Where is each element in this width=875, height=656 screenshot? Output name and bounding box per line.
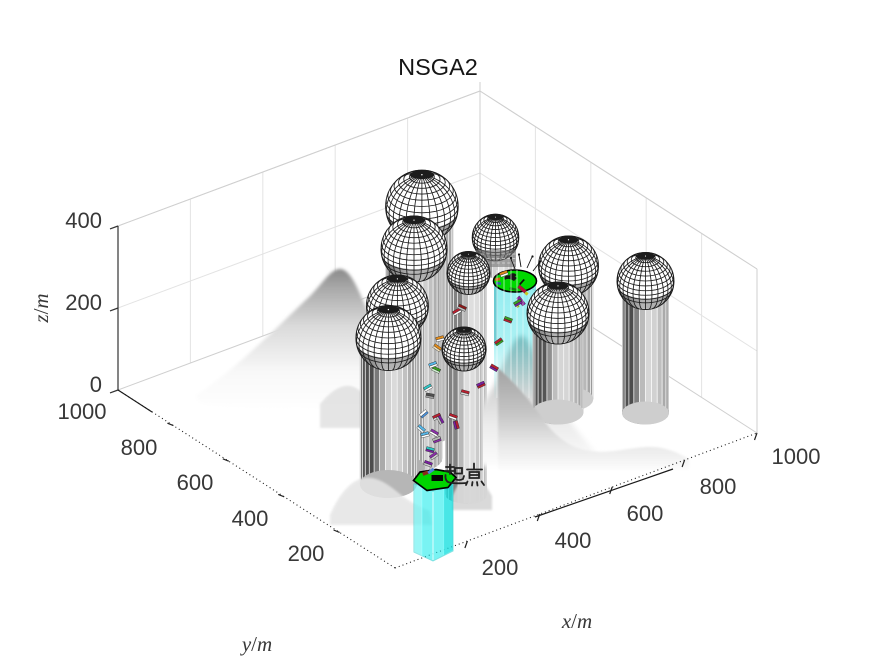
svg-text:800: 800 [121, 435, 158, 460]
svg-text:200: 200 [482, 555, 519, 580]
svg-text:400: 400 [555, 528, 592, 553]
svg-text:x/m: x/m [561, 609, 592, 633]
svg-text:z/m: z/m [29, 293, 53, 323]
svg-text:200: 200 [288, 541, 325, 566]
svg-text:0: 0 [90, 372, 102, 397]
svg-text:1000: 1000 [772, 444, 821, 469]
svg-text:400: 400 [232, 506, 269, 531]
svg-text:1000: 1000 [58, 399, 107, 424]
svg-text:600: 600 [627, 501, 664, 526]
svg-text:600: 600 [177, 470, 214, 495]
svg-text:NSGA2: NSGA2 [398, 54, 478, 80]
svg-text:400: 400 [65, 208, 102, 233]
svg-text:y/m: y/m [240, 632, 272, 656]
svg-text:800: 800 [700, 474, 737, 499]
svg-text:200: 200 [65, 290, 102, 315]
